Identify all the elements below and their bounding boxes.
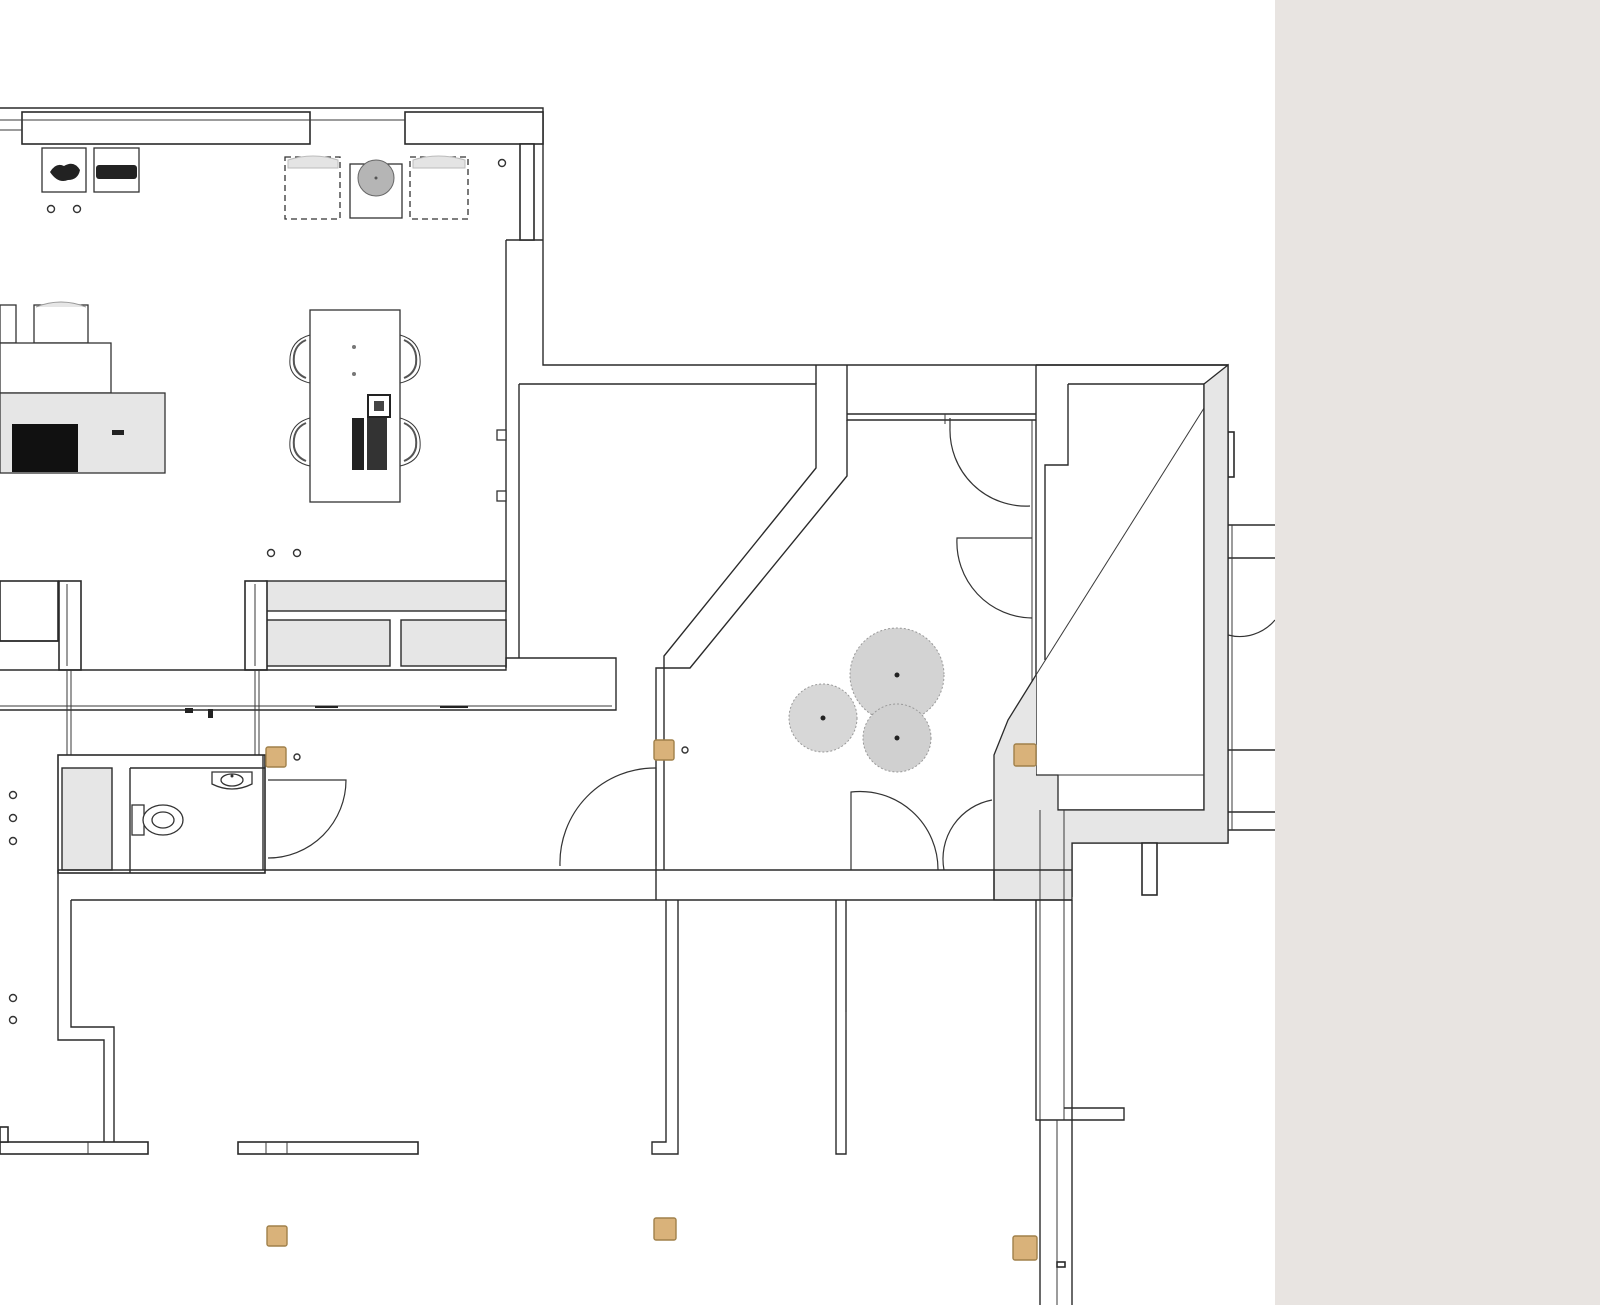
right-zone [993,363,1275,1120]
side-table [349,159,403,219]
remote [112,430,124,435]
chair-icon [289,417,311,467]
floor-plan-canvas[interactable] [0,0,1275,1305]
bathroom-door [267,779,347,859]
outlet-dot [497,158,507,168]
chair-icon [289,334,311,384]
corridor [0,640,617,755]
outlet-dot [681,746,689,754]
outlet-dot [8,993,18,1003]
counter-top [265,580,507,612]
appliance-1-icon [50,163,80,181]
toilet-icon [131,804,184,836]
column-marker-icon[interactable] [1012,1235,1038,1261]
column-marker-icon[interactable] [653,1217,677,1241]
upper-room [0,107,1228,671]
side-panel [1275,0,1600,1305]
counter-cabinet [265,619,391,667]
closet-door [956,537,1033,619]
hall-door [559,767,657,867]
column-marker-icon[interactable] [266,1225,288,1247]
double-door-left [850,790,939,871]
outlet-dot [8,790,18,800]
column [58,580,82,671]
outlet-dot [72,204,82,214]
column-marker-icon[interactable] [1013,743,1037,767]
door-hardware [185,708,193,713]
outlet-dot [8,813,18,823]
sill [237,1141,419,1155]
upper-room-outer-wall [0,107,1228,366]
shaft-gray-fill [993,363,1229,901]
chair-icon [399,334,421,384]
tree-icon [788,683,858,753]
tree-icon [862,703,932,773]
keyboard [367,418,387,470]
closet-door [949,418,1031,507]
sink-icon [211,771,253,790]
sill [0,1141,149,1155]
armchair-icon [409,155,469,220]
bathroom [8,753,347,874]
window-sill-right [404,111,544,145]
bench-stub [1141,842,1158,896]
door-hardware [208,709,213,718]
tv-screen [12,424,78,472]
outlet-dot [266,548,276,558]
outlet-dot [8,1015,18,1025]
window-jamb [519,143,535,241]
wall-pier [0,580,59,642]
sill-stub [1056,1261,1066,1268]
middle-rooms [518,365,1037,871]
railing-post [1227,431,1235,478]
outlet-dot [293,753,301,761]
column-marker-icon[interactable] [265,746,287,768]
balcony-door [1227,619,1275,638]
keyboard [352,418,364,470]
wall-outlet [496,490,507,502]
outlet-dot [292,548,302,558]
counter-cabinet [400,619,507,667]
bath-cabinet [61,767,113,871]
double-door-right [942,799,993,871]
lower-walls [0,869,1125,1305]
armchair-icon [284,155,341,220]
wall-outlet [496,429,507,441]
sofa [0,301,112,394]
column-markers [265,739,1038,1261]
outlet-dot [46,204,56,214]
column-marker-icon[interactable] [653,739,675,761]
outlet-dot [8,836,18,846]
window-sill [21,111,311,145]
column [244,580,268,671]
appliance-2-icon [96,165,137,179]
floor-plan-drawing [0,107,1275,1305]
chair-icon [399,417,421,467]
